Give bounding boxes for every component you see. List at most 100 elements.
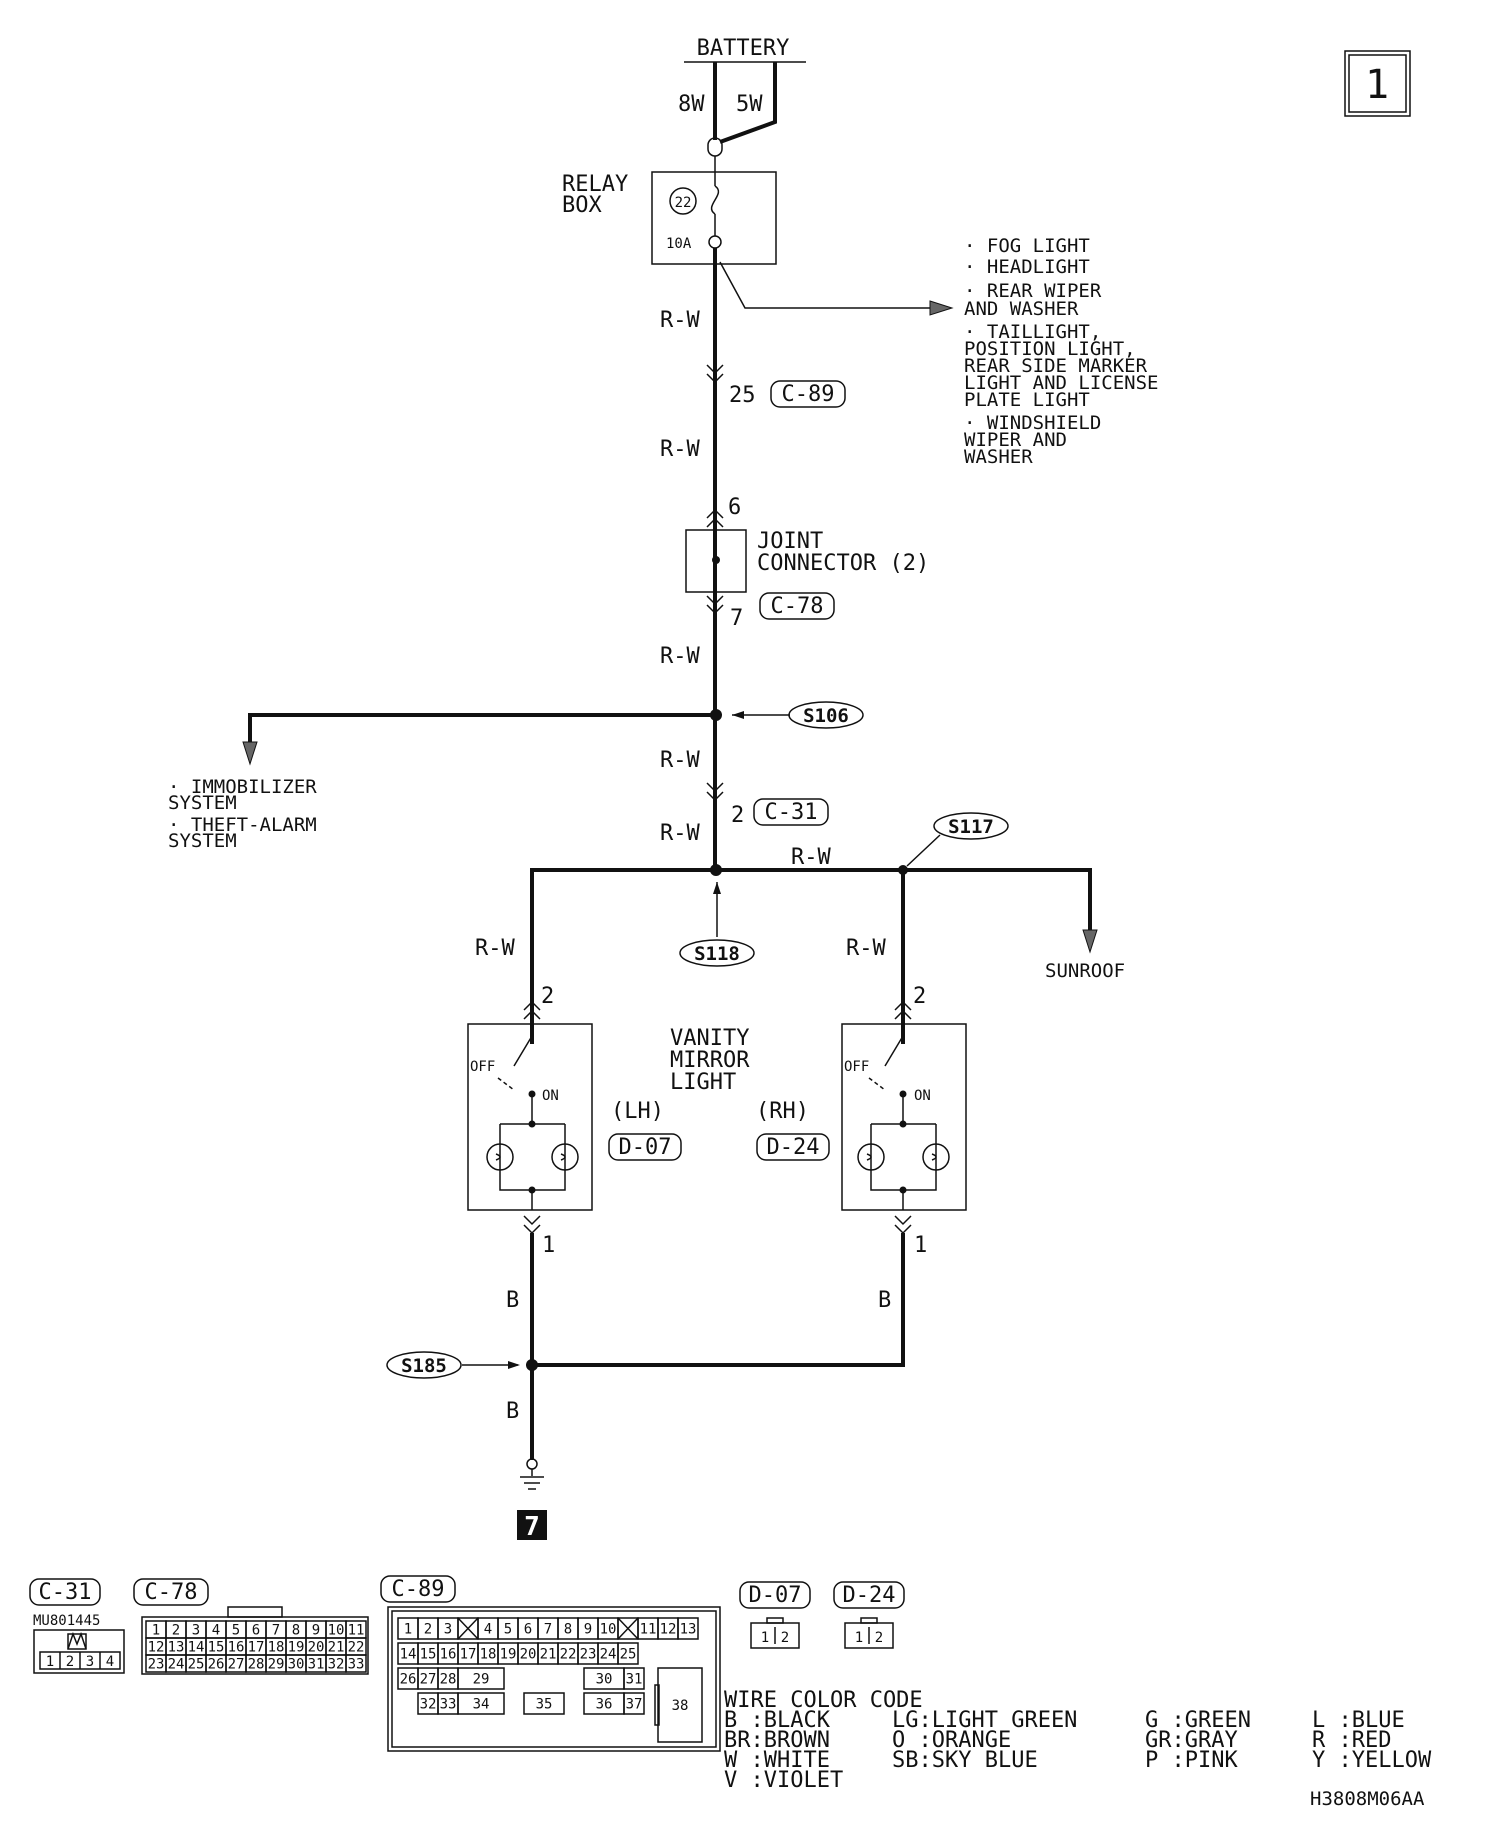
pin-label: 25 [620, 1647, 637, 1663]
wire-color-label: R-W [846, 936, 886, 961]
connector-chevron-icon [706, 508, 724, 528]
immobilizer-branch-wire [248, 713, 716, 742]
splice-node [526, 1359, 538, 1371]
d07-view-tag: D-07 [749, 1583, 802, 1608]
pin-label: 20 [520, 1647, 537, 1663]
legend-item: Y :YELLOW [1312, 1748, 1432, 1773]
pin-label: 22 [560, 1647, 577, 1663]
pin-label: 23 [148, 1657, 165, 1673]
s118-tag [679, 939, 755, 967]
vanity-label-2: MIRROR [670, 1048, 750, 1073]
immobilizer-output-list: · IMMOBILIZER SYSTEM · THEFT-ALARM SYSTE… [168, 776, 317, 852]
pin-label: 33 [440, 1697, 457, 1713]
pin-label: 9 [312, 1623, 320, 1639]
wire-5w [719, 62, 777, 144]
c89-pin: 25 [729, 383, 756, 408]
fuse-output-item: · REAR WIPER [964, 280, 1102, 302]
lh-off-label: OFF [470, 1059, 495, 1075]
fuse-output-item: · HEADLIGHT [964, 256, 1090, 278]
pin-label: 8 [292, 1623, 300, 1639]
ground-number-box [517, 1510, 547, 1540]
legend-item: V :VIOLET [724, 1768, 843, 1793]
pin-label: 35 [536, 1697, 553, 1713]
connector-view-d24: D-24 1 2 [833, 1581, 905, 1649]
pin-label: 1 [152, 1623, 160, 1639]
blank-pin-cross [617, 1617, 639, 1640]
pin-label: 7 [544, 1622, 552, 1638]
vanity-light-rh: 2 OFF ON 1 (RH) D-24 [756, 984, 967, 1258]
pin-label: 12 [148, 1640, 165, 1656]
page-number-box: 1 [1344, 50, 1411, 117]
pin-label: 38 [672, 1698, 689, 1714]
pin-label: 31 [626, 1672, 643, 1688]
splice-node [710, 864, 722, 876]
d24-tag [756, 1133, 830, 1161]
connector-chevron-icon [706, 782, 724, 802]
relay-box-label-2: BOX [562, 193, 602, 218]
d07-tag-label: D-07 [619, 1135, 672, 1160]
pin-cell [623, 1692, 645, 1715]
wire-color-label: R-W [660, 308, 700, 333]
d24-tag-label: D-24 [767, 1135, 820, 1160]
wire-5w-label: 5W [736, 92, 763, 117]
pin-label: 15 [208, 1640, 225, 1656]
vanity-label-3: LIGHT [670, 1070, 736, 1095]
sunroof-label: SUNROOF [1045, 960, 1125, 982]
pin-label: 1 [761, 1630, 769, 1646]
fuse-output-item: · WINDSHIELD [964, 412, 1101, 434]
pin-label: 23 [580, 1647, 597, 1663]
pin-label: 21 [540, 1647, 557, 1663]
pin-label: 22 [348, 1640, 365, 1656]
bulb-icon [857, 1143, 885, 1171]
pin-label: 2 [781, 1630, 789, 1646]
connector-view-c31: C-31 MU801445 1 2 3 4 [29, 1578, 125, 1674]
connector-chevron-icon [894, 1000, 912, 1020]
pin-label: 27 [228, 1657, 245, 1673]
fuse-output-item: POSITION LIGHT, [964, 338, 1136, 360]
wire-color-label: R-W [791, 845, 831, 870]
fuse-output-item: WIPER AND [964, 429, 1067, 451]
immobilizer-output-item: SYSTEM [168, 792, 237, 814]
switch-icon [884, 1035, 904, 1067]
lh-pin-top: 2 [541, 984, 554, 1009]
connector-chevron-icon [523, 1215, 541, 1235]
wire-color-label: B [506, 1399, 519, 1424]
pin-label: 3 [444, 1622, 452, 1638]
rh-off-label: OFF [844, 1059, 869, 1075]
s185-label: S185 [401, 1355, 447, 1377]
c31-tag [753, 798, 829, 826]
rh-ground-wire [532, 1233, 905, 1367]
s117-tag [933, 812, 1009, 840]
pin-label: 5 [232, 1623, 240, 1639]
connector-chevron-icon [706, 364, 724, 384]
pin-label: 17 [460, 1647, 477, 1663]
rh-on-label: ON [914, 1088, 931, 1104]
pointer-arrow-icon [713, 882, 721, 894]
fuse-output-item: REAR SIDE MARKER [964, 355, 1148, 377]
rh-switch-box [841, 1023, 967, 1211]
pin-label: 20 [308, 1640, 325, 1656]
relay-box-label-1: RELAY [562, 172, 628, 197]
fuse-output-item: AND WASHER [964, 298, 1079, 320]
pin-label: 30 [596, 1672, 613, 1688]
pin-label: 16 [440, 1647, 457, 1663]
relay-box: RELAY BOX 22 10A [562, 156, 777, 265]
pin-label: 3 [86, 1654, 94, 1670]
pin-cell [457, 1667, 505, 1690]
arrow-right-icon [929, 300, 954, 316]
bulb-icon [922, 1143, 950, 1171]
pin-label: 11 [348, 1623, 365, 1639]
connector-view-d07: D-07 1 2 [739, 1581, 811, 1649]
lh-switch-box [467, 1023, 593, 1211]
s106-label: S106 [803, 705, 849, 727]
joint-connector-label-1: JOINT [757, 529, 823, 554]
fuse-output-item: · FOG LIGHT [964, 235, 1090, 257]
pin-label: 2 [875, 1630, 883, 1646]
d24-view-tag: D-24 [843, 1583, 896, 1608]
ground-number: 7 [524, 1512, 540, 1542]
joint-node [712, 556, 720, 564]
s106-tag [788, 701, 864, 729]
